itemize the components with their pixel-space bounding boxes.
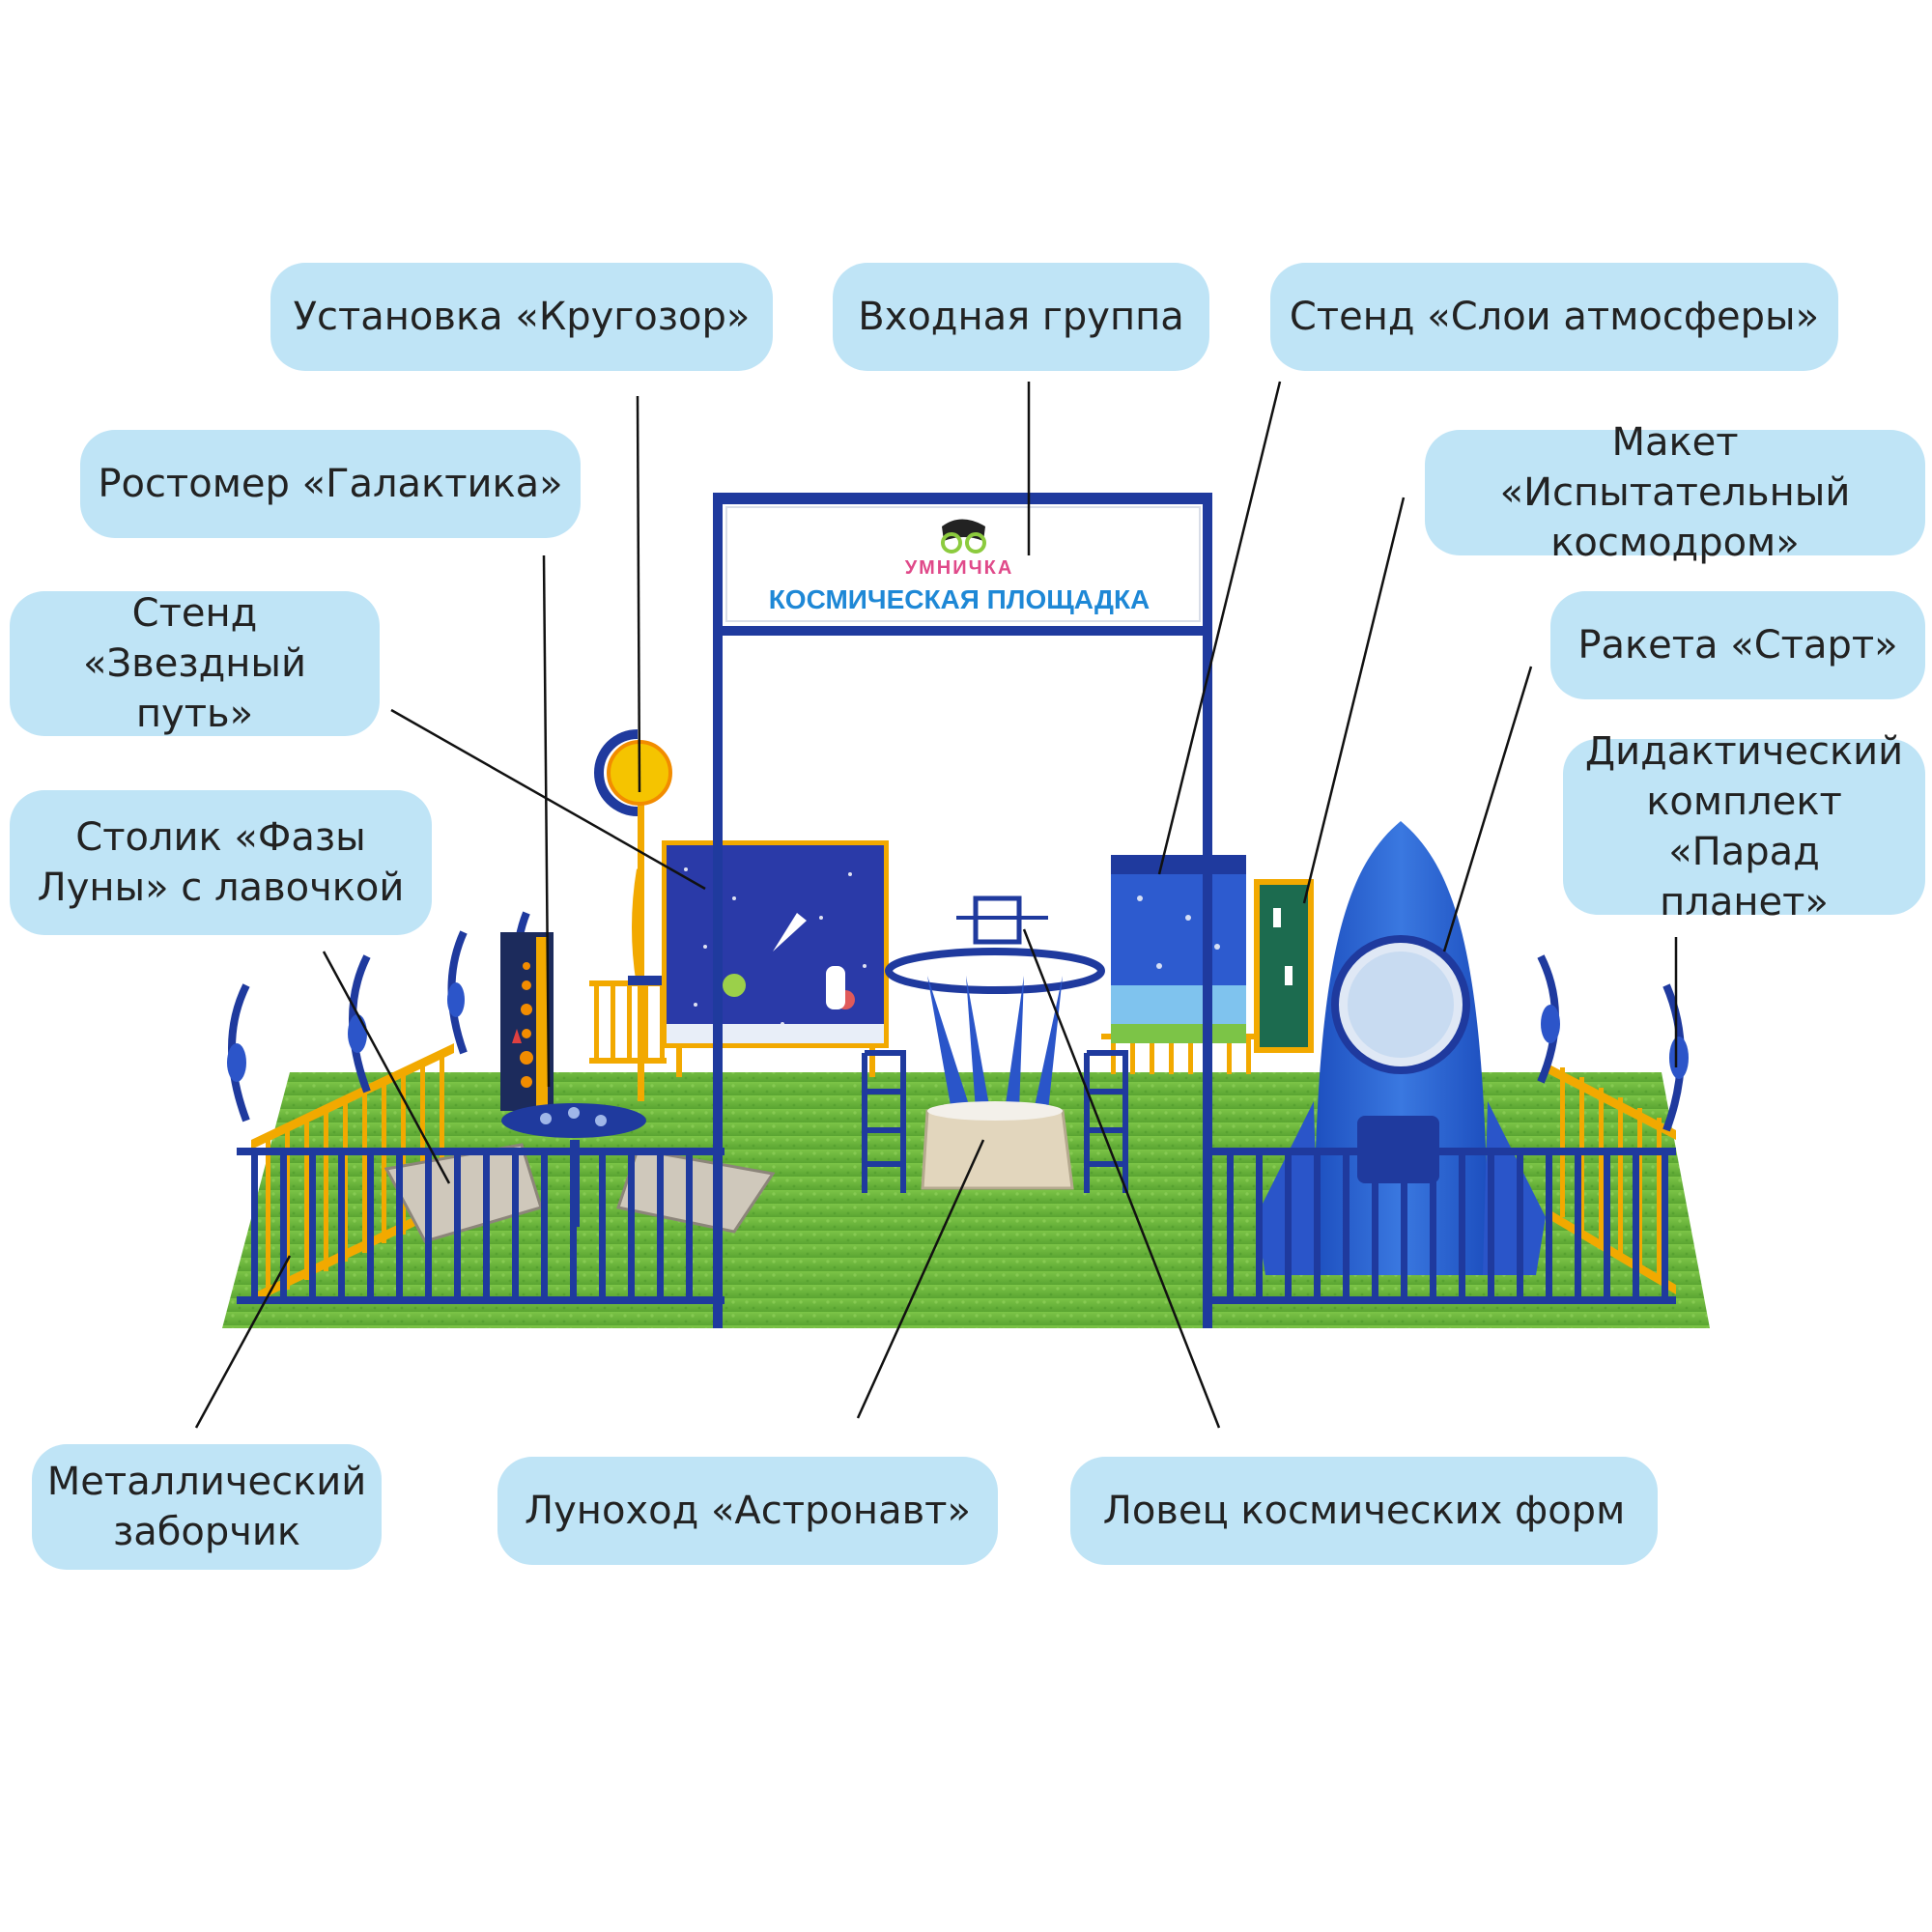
sign-title: КОСМИЧЕСКАЯ ПЛОЩАДКА xyxy=(769,584,1151,614)
left-side-fence xyxy=(251,1043,454,1304)
rostomer-galaktika xyxy=(500,932,554,1111)
label-zvezdny: Стенд «Звездный путь» xyxy=(10,591,380,736)
sign-brand: УМНИЧКА xyxy=(905,557,1014,579)
rocket-start xyxy=(1256,821,1546,1275)
zvezdny-put-board xyxy=(662,840,889,1077)
label-entrance: Входная группа xyxy=(833,263,1209,371)
entrance-arch: УМНИЧКА КОСМИЧЕСКАЯ ПЛОЩАДКА xyxy=(713,493,1212,1328)
label-stolik: Столик «Фазы Луны» с лавочкой xyxy=(10,790,432,935)
label-raketa: Ракета «Старт» xyxy=(1550,591,1925,699)
leader-lines xyxy=(194,381,1678,1429)
front-fence-left xyxy=(237,1148,724,1304)
label-krugozor: Установка «Кругозор» xyxy=(270,263,773,371)
label-rostomer: Ростомер «Галактика» xyxy=(80,430,581,538)
label-kosmodrom: Макет «Испытательный космодром» xyxy=(1425,420,1925,565)
atmosphere-stand xyxy=(1111,855,1246,1043)
label-lovets: Ловец космических форм xyxy=(1070,1457,1658,1565)
front-fence-right xyxy=(1203,1148,1676,1304)
label-zaborchik: Металлический заборчик xyxy=(32,1444,382,1570)
kosmodrom-model xyxy=(1254,879,1314,1053)
label-lunokhod: Луноход «Астронавт» xyxy=(497,1457,998,1565)
label-parad: Дидактический комплект «Парад планет» xyxy=(1563,729,1925,924)
label-atmosphere: Стенд «Слои атмосферы» xyxy=(1270,263,1838,371)
lunokhod-astronaut xyxy=(862,895,1128,1193)
